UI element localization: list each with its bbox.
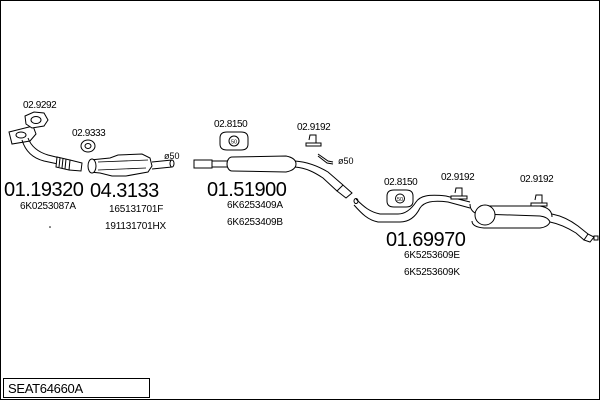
accessory-number-7: 02.9192 [520, 174, 554, 185]
gasket-ring-drawing [80, 139, 96, 153]
accessory-number-1: 02.9292 [23, 100, 57, 111]
rear-silencer-oe-number-1: 6K5253609E [404, 250, 460, 261]
kit-code: SEAT64660A [8, 381, 83, 396]
middle-silencer-oe-number-2: 6K6253409B [227, 217, 283, 228]
svg-text:50: 50 [397, 197, 403, 203]
middle-silencer-drawing [193, 155, 353, 199]
front-pipe-oe-number: 6K0253087A [20, 201, 76, 212]
accessory-number-2: 02.9333 [72, 128, 106, 139]
catalytic-converter-oe-number-1: 165131701F [109, 204, 164, 215]
accessory-number-3: 02.8150 [214, 119, 248, 130]
catalytic-converter-drawing [87, 153, 175, 177]
front-pipe-part-number: 01.19320 [4, 179, 84, 201]
middle-silencer-oe-number-1: 6K6253409A [227, 200, 283, 211]
diameter-label-2: ø50 [338, 156, 354, 166]
accessory-number-5: 02.8150 [384, 177, 418, 188]
rear-silencer-oe-number-2: 6K5253609K [404, 267, 460, 278]
dot-mark [49, 226, 51, 228]
middle-silencer-part-number: 01.51900 [207, 179, 287, 201]
gasket-drawing [24, 111, 49, 129]
clamp-drawing-3 [530, 194, 548, 207]
kit-code-box: SEAT64660A [3, 378, 150, 398]
svg-text:50: 50 [231, 140, 237, 146]
clamp-drawing-1 [305, 134, 322, 147]
accessory-number-6: 02.9192 [441, 172, 475, 183]
rubber-mount-drawing-2: 50 [386, 189, 414, 208]
bracket-drawing [317, 153, 334, 165]
catalytic-converter-oe-number-2: 191131701HX [105, 221, 167, 232]
clamp-drawing-2 [450, 187, 468, 200]
rubber-mount-drawing-1: 50 [219, 131, 249, 151]
diameter-label-1: ø50 [164, 151, 180, 161]
accessory-number-4: 02.9192 [297, 122, 331, 133]
rear-silencer-part-number: 01.69970 [386, 229, 466, 251]
rear-silencer-drawing [353, 194, 599, 243]
front-pipe-drawing [8, 125, 83, 172]
catalytic-converter-part-number: 04.3133 [90, 180, 159, 202]
